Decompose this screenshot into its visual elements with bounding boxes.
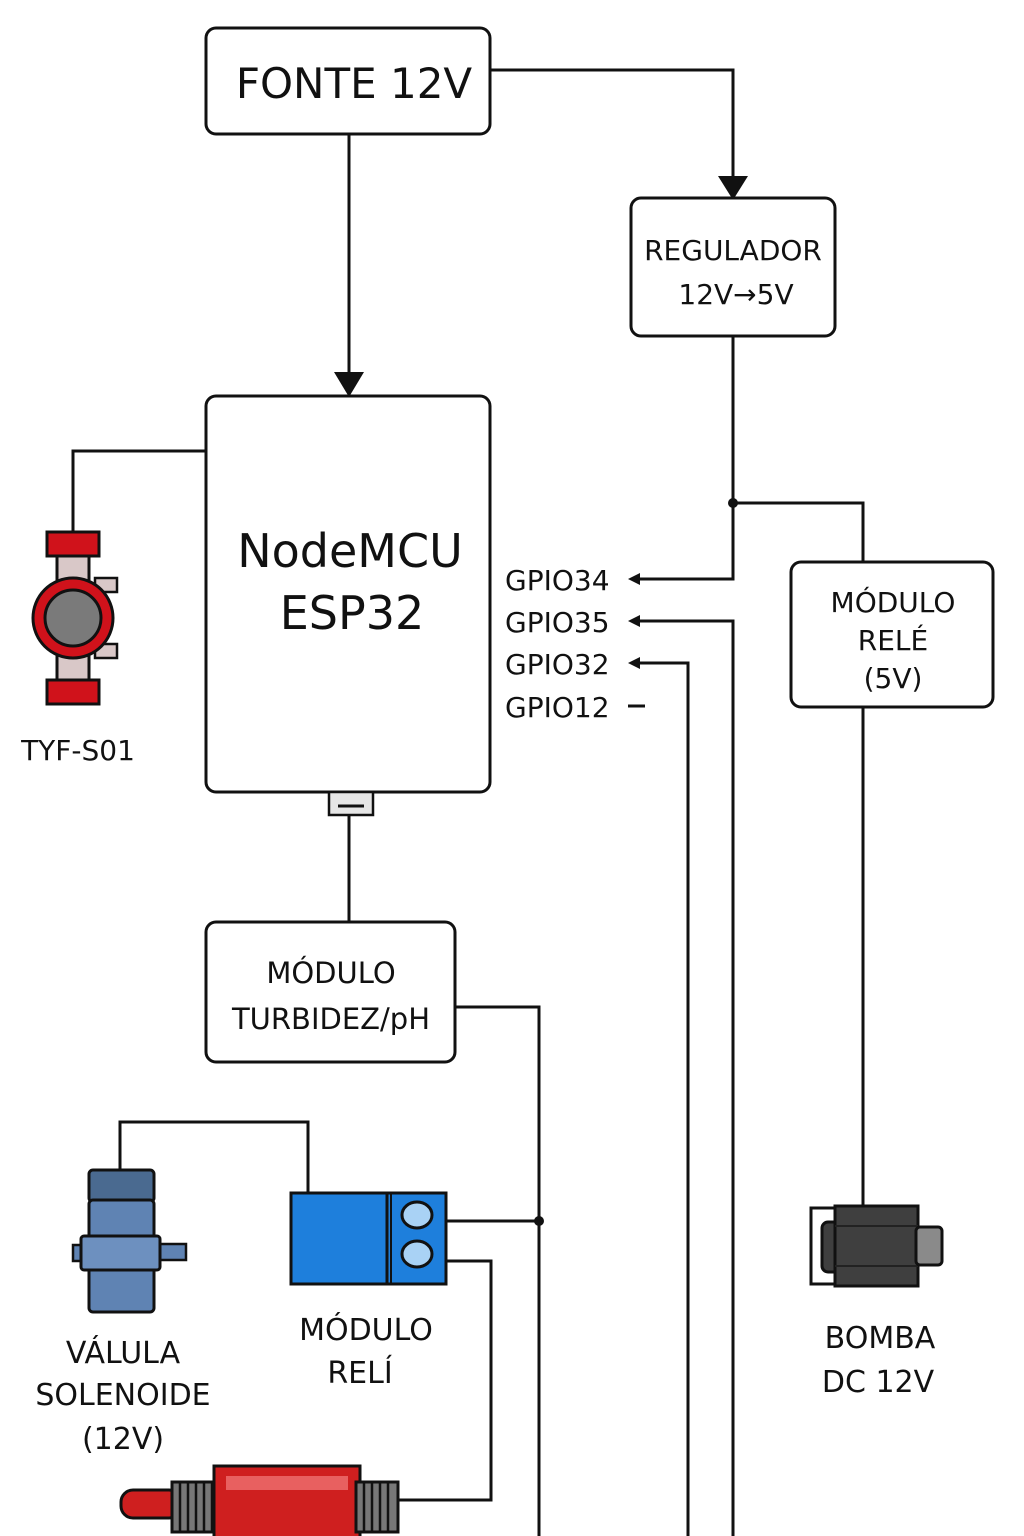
arrow-gpio35 bbox=[628, 615, 640, 627]
wire-turbidity-bus bbox=[455, 1005, 541, 1536]
arrow-gpio32 bbox=[628, 657, 640, 669]
heater-icon bbox=[119, 1464, 400, 1536]
esp32-block: NodeMCU ESP32 bbox=[204, 394, 492, 817]
flow-sensor-label: TYF-S01 bbox=[20, 734, 135, 767]
solenoid-line3: (12V) bbox=[82, 1422, 164, 1457]
relay-module-line2: RELÍ bbox=[327, 1355, 392, 1391]
turbidity-line1: MÓDULO bbox=[266, 956, 395, 990]
wire-regulator-to-gpio34 bbox=[638, 336, 735, 581]
relay-terminal-bottom bbox=[400, 1239, 434, 1269]
wire-supply-to-regulator bbox=[490, 68, 735, 176]
solenoid-line2: SOLENOIDE bbox=[35, 1378, 210, 1413]
gpio-label-12: GPIO12 bbox=[505, 691, 610, 724]
regulator-block: REGULADOR 12V→5V bbox=[629, 196, 837, 338]
relay-module-line1: MÓDULO bbox=[299, 1311, 433, 1348]
flow-sensor-icon bbox=[31, 530, 119, 706]
turbidity-line2: TURBIDEZ/pH bbox=[231, 1002, 430, 1036]
wire-relay-to-heater bbox=[398, 1259, 493, 1502]
relay-module-icon bbox=[289, 1191, 448, 1286]
gpio-labels: GPIO34 GPIO35 GPIO32 GPIO12 bbox=[505, 564, 610, 724]
power-supply-block: FONTE 12V bbox=[204, 26, 492, 136]
regulator-voltage: 12V→5V bbox=[678, 278, 793, 311]
relay-5v-line1: MÓDULO bbox=[831, 585, 956, 619]
arrow-head-regulator bbox=[718, 176, 748, 200]
turbidity-block: MÓDULO TURBIDEZ/pH bbox=[204, 920, 457, 1064]
esp32-connector bbox=[327, 790, 375, 817]
esp32-model: ESP32 bbox=[280, 586, 425, 640]
pump-line1: BOMBA bbox=[825, 1321, 936, 1356]
wire-gpio32 bbox=[638, 661, 690, 1536]
solenoid-valve-icon bbox=[71, 1168, 188, 1314]
gpio-label-35: GPIO35 bbox=[505, 606, 610, 639]
pump-line2: DC 12V bbox=[822, 1365, 935, 1400]
relay-terminal-top bbox=[400, 1200, 434, 1230]
esp32-name: NodeMCU bbox=[237, 524, 463, 578]
wire-flow-sensor-to-esp32 bbox=[71, 449, 206, 532]
regulator-title: REGULADOR bbox=[644, 234, 822, 267]
pump-icon bbox=[809, 1204, 944, 1288]
gpio-label-34: GPIO34 bbox=[505, 564, 610, 597]
wire-junction-to-relay-5v bbox=[733, 501, 865, 562]
power-supply-label: FONTE 12V bbox=[236, 59, 473, 108]
solenoid-line1: VÁLULA bbox=[66, 1335, 181, 1371]
relay-5v-block: MÓDULO RELÉ (5V) bbox=[789, 560, 995, 709]
arrow-head-esp32 bbox=[334, 372, 364, 397]
relay-5v-line3: (5V) bbox=[864, 662, 923, 695]
relay-5v-line2: RELÉ bbox=[858, 623, 928, 657]
wire-valve-to-relay bbox=[118, 1120, 310, 1193]
arrow-gpio34 bbox=[628, 573, 640, 585]
gpio-label-32: GPIO32 bbox=[505, 648, 610, 681]
wire-gpio35 bbox=[638, 619, 735, 1536]
wires bbox=[71, 68, 865, 1536]
